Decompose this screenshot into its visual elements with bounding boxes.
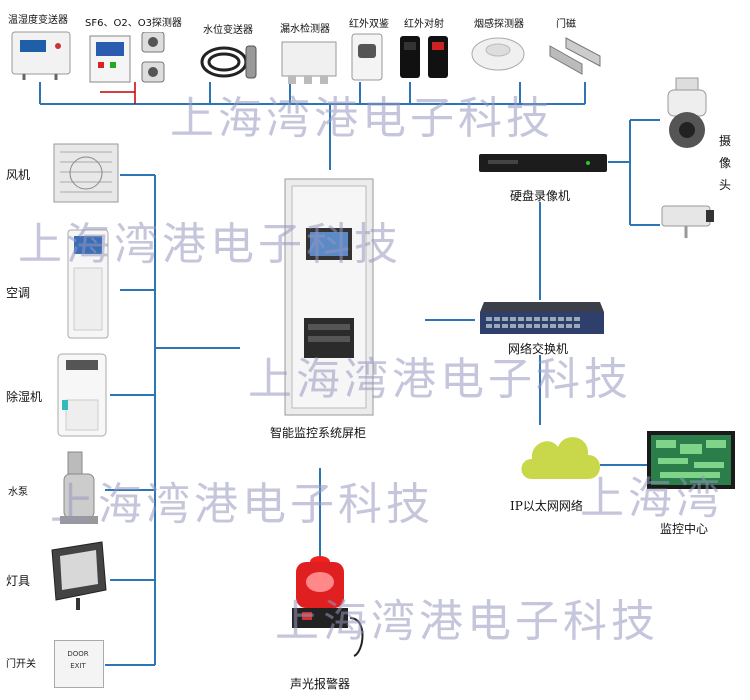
dual-tech-sensor-icon	[350, 32, 384, 82]
network-label: IP以太网网络	[510, 499, 583, 513]
switch-label: 网络交换机	[508, 342, 569, 356]
dehumidifier-icon	[54, 352, 110, 438]
air-conditioner-icon	[60, 228, 116, 340]
fan-icon	[52, 142, 120, 204]
alarm-label: 声光报警器	[290, 677, 351, 691]
monitor-center-icon	[646, 430, 736, 494]
label-water-pump: 水泵	[8, 487, 28, 498]
label-infrared-beam: 红外对射	[404, 19, 444, 30]
network-switch-icon	[478, 300, 606, 338]
door-switch-icon: DOOR EXIT	[52, 638, 106, 690]
floodlight-icon	[48, 540, 110, 612]
temp-humidity-transmitter-icon	[10, 28, 72, 82]
alarm-light-icon	[288, 552, 370, 664]
network-cloud-icon	[518, 425, 602, 487]
water-level-transmitter-icon	[198, 40, 264, 84]
label-floodlight: 灯具	[6, 574, 31, 588]
leak-detector-icon	[278, 38, 340, 86]
label-gas-detector: SF6、O2、O3探测器	[85, 18, 182, 29]
label-smoke-detector: 烟感探测器	[474, 19, 524, 30]
monitoring-cabinet-icon	[284, 178, 374, 416]
monitor-label: 监控中心	[660, 522, 709, 536]
camera-label: 摄像头	[718, 134, 731, 192]
label-door-switch: 门开关	[6, 659, 36, 670]
dome-camera-icon	[662, 76, 712, 152]
gas-detector-icon	[88, 31, 178, 86]
label-dual-tech: 红外双鉴	[349, 19, 389, 30]
infrared-beam-icon	[398, 34, 454, 80]
nvr-icon	[478, 152, 608, 174]
door-contact-icon	[546, 34, 604, 80]
bullet-camera-icon	[656, 200, 716, 242]
cabinet-label: 智能监控系统屏柜	[270, 426, 367, 440]
label-water-level: 水位变送器	[203, 25, 253, 36]
label-leak-detector: 漏水检测器	[280, 24, 330, 35]
door-switch-text-line2: EXIT	[70, 662, 86, 670]
door-switch-text-line1: DOOR	[67, 650, 89, 658]
nvr-label: 硬盘录像机	[510, 189, 571, 203]
label-dehumidifier: 除湿机	[6, 390, 43, 404]
smoke-detector-icon	[470, 32, 526, 74]
label-door-contact: 门磁	[556, 19, 576, 30]
label-fan: 风机	[6, 168, 31, 182]
label-air-conditioner: 空调	[6, 286, 31, 300]
label-temp-humidity: 温湿度变送器	[8, 15, 68, 26]
water-pump-icon	[56, 450, 104, 526]
